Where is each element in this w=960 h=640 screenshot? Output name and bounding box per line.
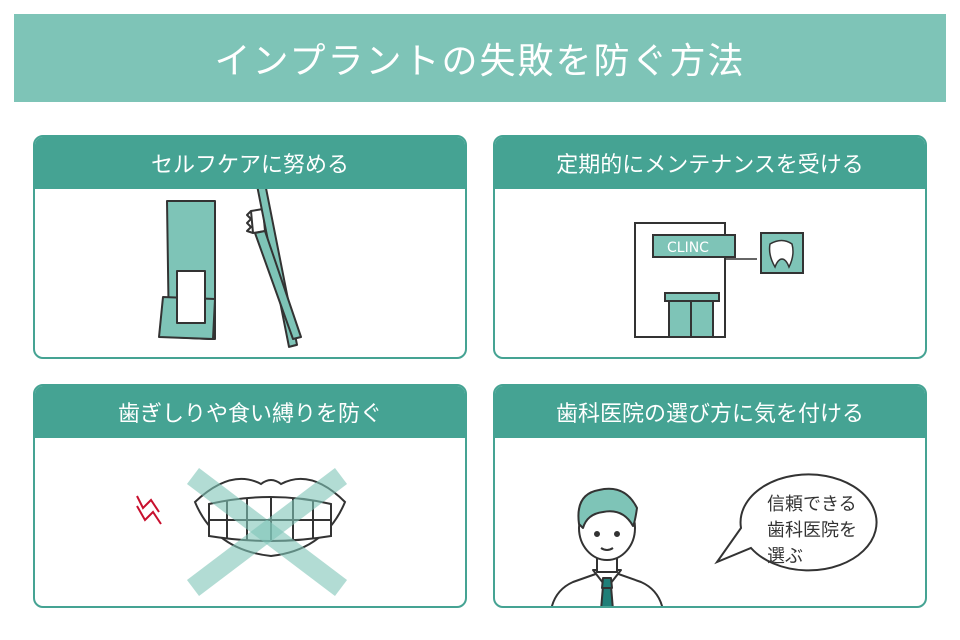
card-body — [35, 189, 465, 357]
card-self-care: セルフケアに努める — [33, 135, 467, 359]
speech-bubble-icon: 信頼できる 歯科医院を 選ぶ — [714, 473, 878, 572]
card-choose-clinic: 歯科医院の選び方に気を付ける 信頼できる 歯科医院を 選ぶ — [493, 384, 927, 608]
clinic-building-icon: CLINC — [634, 222, 757, 338]
cross-mark-icon — [186, 468, 348, 596]
card-body: CLINC — [495, 189, 925, 357]
card-header: セルフケアに努める — [35, 137, 465, 189]
card-header: 歯ぎしりや食い縛りを防ぐ — [35, 386, 465, 438]
card-maintenance: 定期的にメンテナンスを受ける CLINC — [493, 135, 927, 359]
zigzag-alert-icon — [136, 495, 162, 525]
page-title: インプラントの失敗を防ぐ方法 — [214, 41, 746, 82]
card-body: 信頼できる 歯科医院を 選ぶ — [495, 438, 925, 606]
toothpaste-tube-icon — [158, 200, 216, 340]
card-body — [35, 438, 465, 606]
toothbrush-icon — [246, 189, 302, 348]
title-banner: インプラントの失敗を防ぐ方法 — [14, 14, 946, 102]
bubble-line: 信頼できる — [767, 494, 857, 515]
doctor-icon — [550, 487, 664, 606]
clinic-sign-text: CLINC — [667, 240, 709, 256]
bubble-line: 歯科医院を — [767, 520, 857, 541]
card-header: 歯科医院の選び方に気を付ける — [495, 386, 925, 438]
card-header: 定期的にメンテナンスを受ける — [495, 137, 925, 189]
card-grinding: 歯ぎしりや食い縛りを防ぐ — [33, 384, 467, 608]
bubble-line: 選ぶ — [767, 546, 803, 567]
tooth-sign-icon — [760, 232, 804, 274]
